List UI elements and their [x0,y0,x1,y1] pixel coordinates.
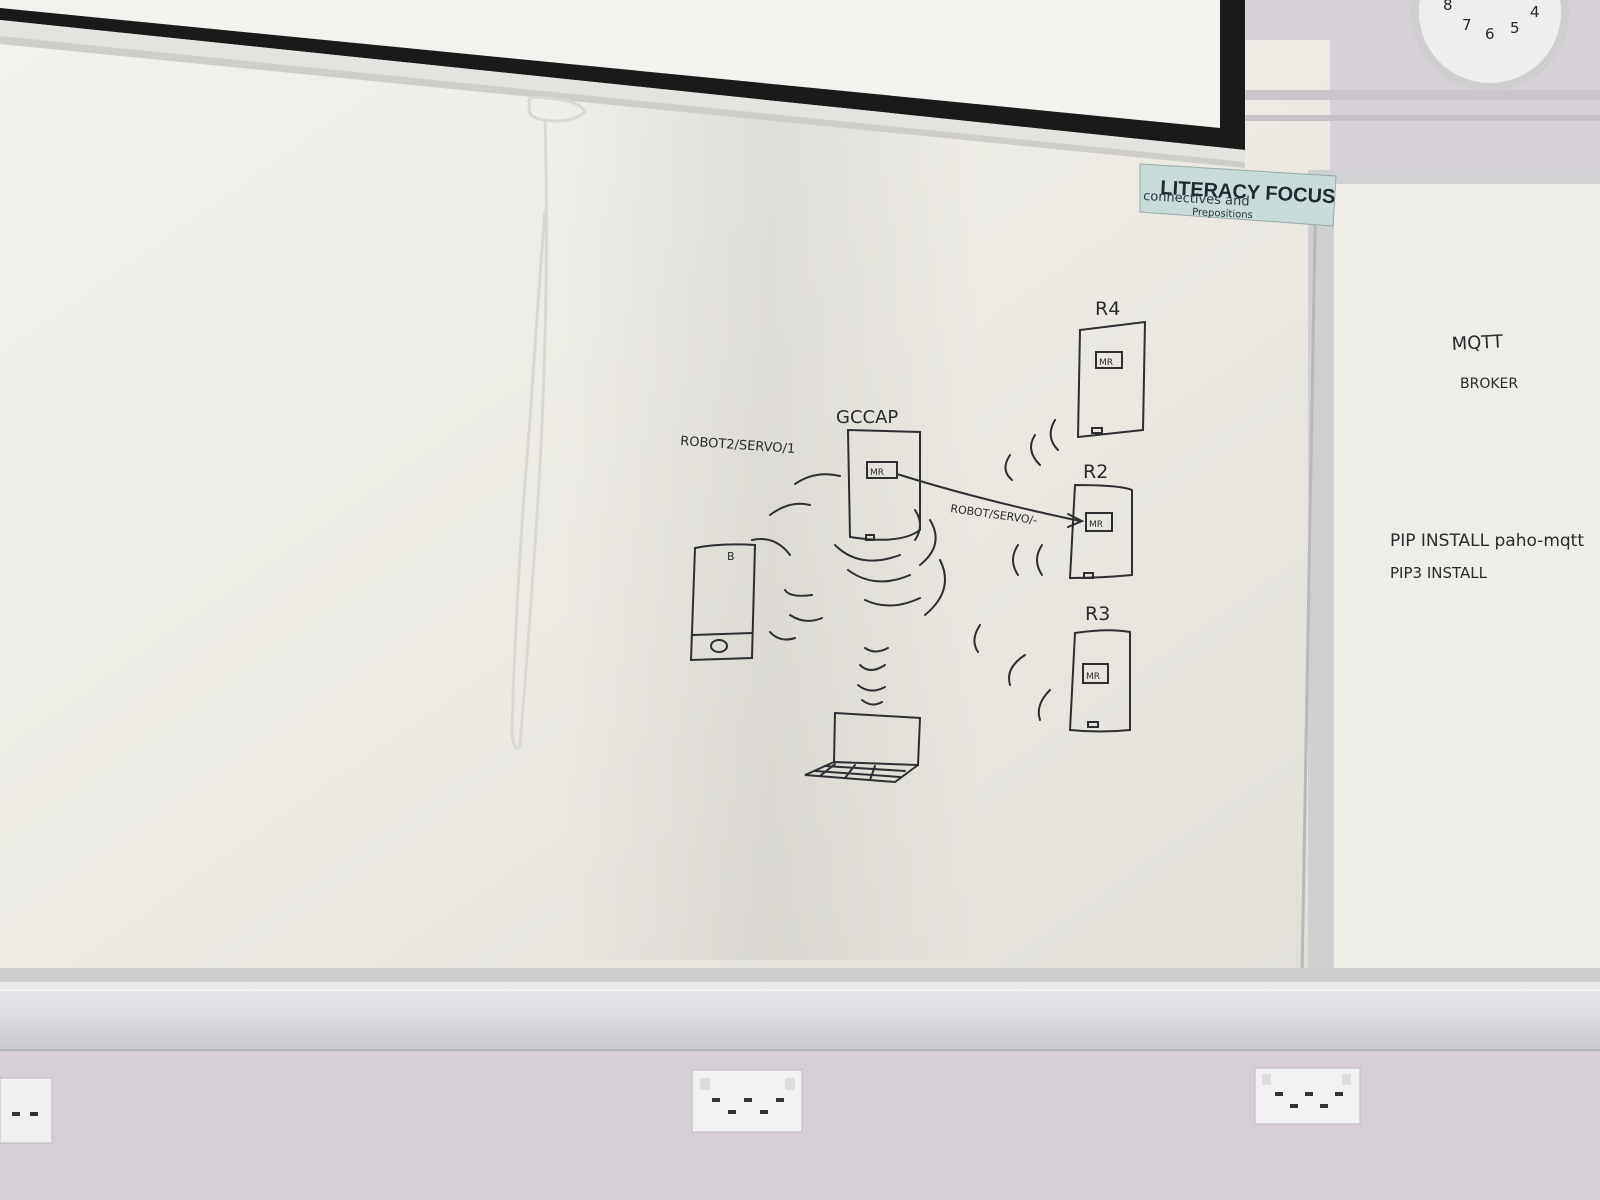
wall-clock: 8 7 6 5 4 [1411,0,1569,91]
robot-r2 [1068,483,1133,580]
clock-numeral: 7 [1462,16,1472,34]
label-mr-r3: MR [1086,672,1100,682]
power-socket-left [0,1077,53,1144]
note-broker: BROKER [1460,376,1518,392]
sign-line-1: connectives and [1143,189,1250,210]
label-r4: R4 [1095,298,1120,320]
robot-r4 [1076,320,1147,439]
clock-numeral: 8 [1443,0,1453,14]
note-cmd-1: PIP INSTALL paho-mqtt [1390,531,1584,551]
robot-r3 [1068,629,1131,733]
laptop-sketch [804,711,922,784]
literacy-focus-sign: LITERACY FOCUS connectives and Prepositi… [1139,163,1337,227]
note-mqtt: MQTT [1451,331,1504,355]
label-gccap: GCCAP [836,407,898,428]
clock-numeral: 6 [1485,25,1495,43]
pull-cord [510,95,587,750]
label-mr-r4: MR [1099,358,1113,368]
board-divider [1308,170,1334,975]
whiteboard-right [1334,180,1600,975]
power-socket-middle [691,1069,803,1133]
note-cmd-2: PIP3 INSTALL [1390,564,1488,582]
publish-arrow [896,473,1081,522]
label-mr-r2: MR [1089,520,1103,530]
clock-numeral: 5 [1510,19,1520,37]
phone-sketch [689,543,757,662]
label-phone-badge: B [727,550,735,563]
clock-numeral: 4 [1530,3,1540,21]
projector-screen [0,0,1245,168]
label-r3: R3 [1085,603,1110,625]
label-r2: R2 [1083,461,1108,483]
label-mr-gccap: MR [870,468,884,478]
board-tray [0,968,1600,982]
sign-line-2: Prepositions [1192,207,1253,221]
network-diagram [689,320,1147,784]
power-socket-right [1254,1067,1361,1125]
